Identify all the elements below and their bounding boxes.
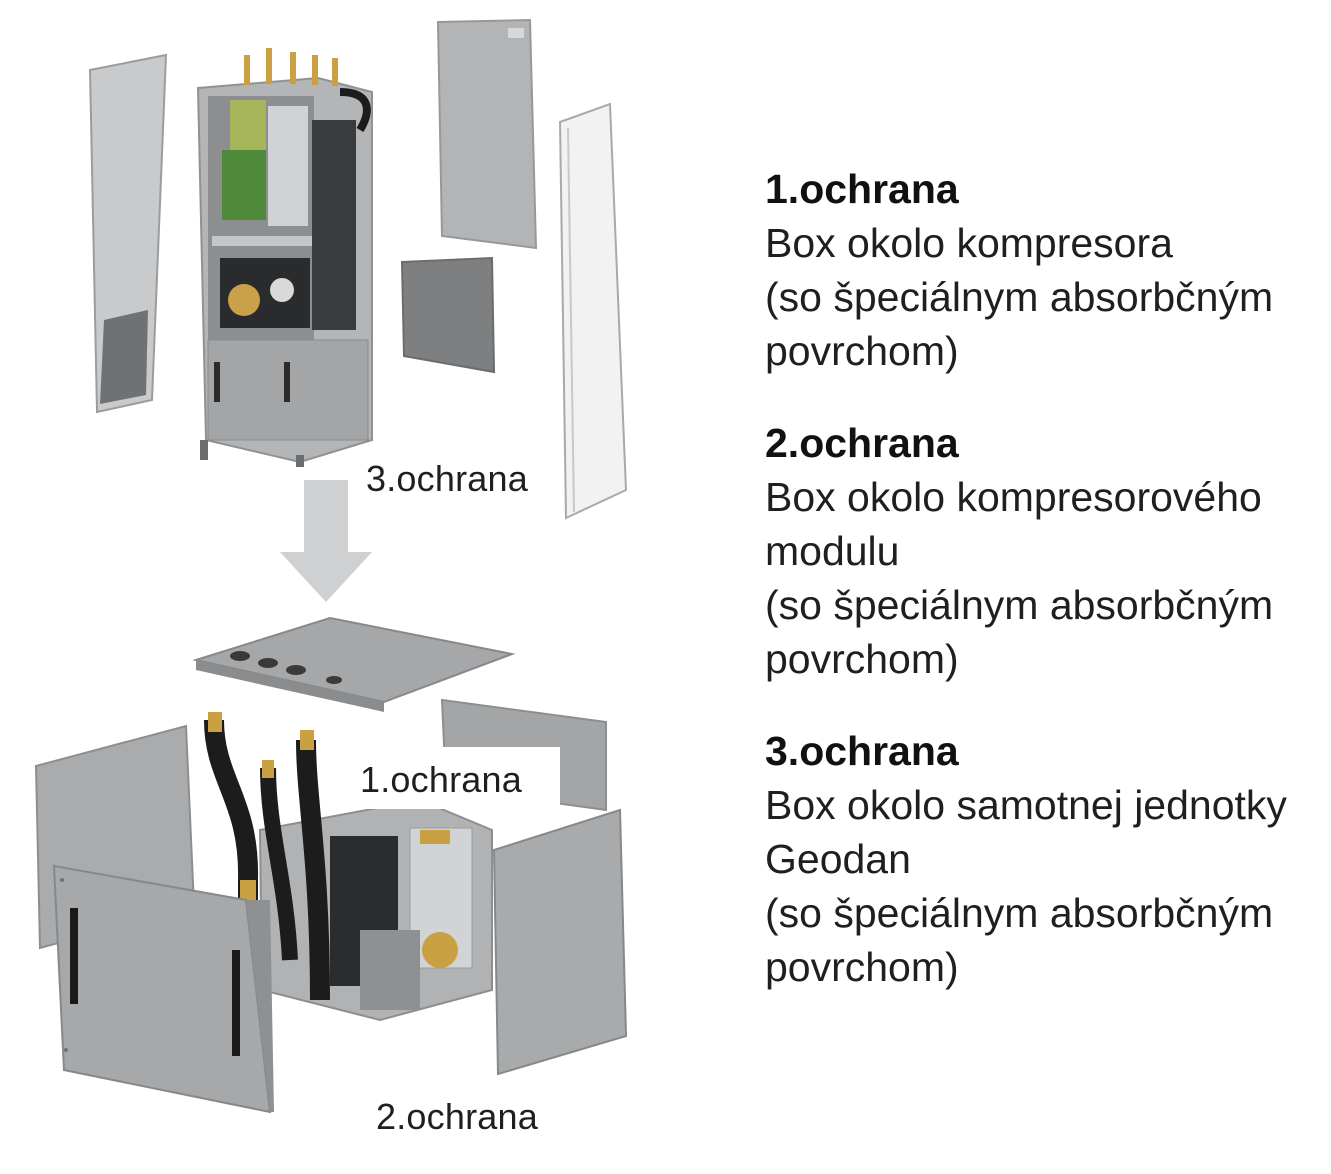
legend-line: povrchom) xyxy=(765,636,959,682)
compressor-box xyxy=(258,798,493,1022)
legend-line: modulu xyxy=(765,528,900,574)
heat-pump-exploded-illustration xyxy=(34,18,628,1114)
module-front-left-panel xyxy=(52,864,274,1114)
legend-title: 3.ochrana xyxy=(765,728,959,774)
module-front-right-panel xyxy=(492,808,628,1076)
legend-line: (so špeciálnym absorbčným xyxy=(765,890,1274,936)
legend-line: (so špeciálnym absorbčným xyxy=(765,274,1274,320)
protection-legend: 1.ochrana Box okolo kompresora (so špeci… xyxy=(765,162,1331,1032)
legend-line: Box okolo kompresorového xyxy=(765,474,1262,520)
connection-pipes xyxy=(204,712,450,1001)
legend-line: povrchom) xyxy=(765,328,959,374)
legend-line: Box okolo samotnej jednotky xyxy=(765,782,1287,828)
legend-block-third: 3.ochrana Box okolo samotnej jednotky Ge… xyxy=(765,724,1331,994)
callout-second-protection: 2.ochrana xyxy=(376,1096,538,1137)
legend-line: povrchom) xyxy=(765,944,959,990)
outer-right-front-panel xyxy=(558,102,628,520)
assembly-arrow xyxy=(280,480,372,602)
module-lid-plate xyxy=(192,616,516,712)
outer-unit-assembly xyxy=(88,18,628,520)
legend-line: Geodan xyxy=(765,836,911,882)
outer-left-side-panel xyxy=(88,53,168,414)
legend-block-first: 1.ochrana Box okolo kompresora (so špeci… xyxy=(765,162,1331,378)
legend-title: 2.ochrana xyxy=(765,420,959,466)
legend-line: (so špeciálnym absorbčným xyxy=(765,582,1274,628)
legend-line: Box okolo kompresora xyxy=(765,220,1173,266)
callout-third-protection: 3.ochrana xyxy=(366,458,528,499)
legend-block-second: 2.ochrana Box okolo kompresorového modul… xyxy=(765,416,1331,686)
callout-first-protection: 1.ochrana xyxy=(346,747,560,809)
legend-title: 1.ochrana xyxy=(765,166,959,212)
outer-back-panel xyxy=(436,18,538,250)
compressor-module-assembly xyxy=(34,616,628,1114)
outer-small-front-plate xyxy=(400,256,496,374)
outer-core-unit xyxy=(196,48,373,467)
